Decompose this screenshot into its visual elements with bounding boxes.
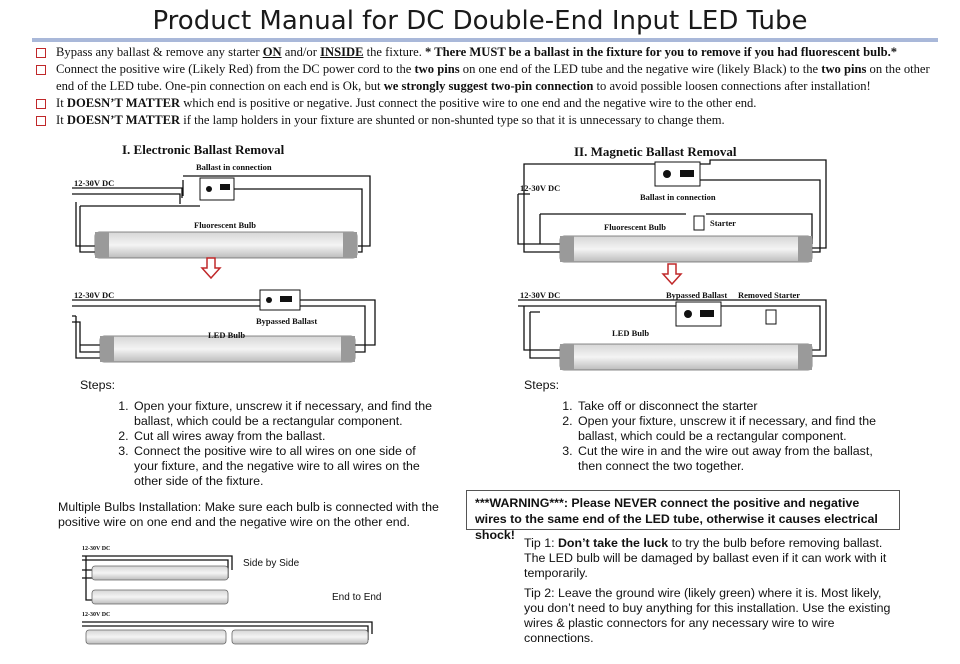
- steps-electronic: Steps: Open your fixture, unscrew it if …: [80, 378, 440, 489]
- text-inside: INSIDE: [320, 45, 364, 59]
- multiple-bulbs-note: Multiple Bulbs Installation: Make sure e…: [58, 500, 439, 529]
- down-arrow-icon: [661, 263, 683, 286]
- text: which end is positive or negative. Just …: [180, 96, 757, 110]
- text: two pins: [414, 62, 460, 76]
- warning-box: ***WARNING***: Please NEVER connect the …: [466, 490, 900, 542]
- wire: [518, 159, 827, 253]
- down-arrow-icon: [200, 257, 222, 280]
- wire: [75, 316, 100, 359]
- dc-wire: [72, 187, 183, 204]
- text: Don’t take the luck: [557, 536, 669, 550]
- text: two pins: [821, 62, 867, 76]
- dc-wire: [518, 299, 827, 357]
- label: Starter: [710, 218, 736, 228]
- label: 12-30V DC: [74, 290, 115, 300]
- label: 12-30V DC: [82, 546, 111, 552]
- text: if the lamp holders in your fixture are …: [180, 113, 725, 127]
- instructions-list: Bypass any ballast & remove any starter …: [36, 44, 936, 129]
- mini-tube: [231, 629, 369, 645]
- checkbox-icon: [36, 116, 46, 126]
- label: Fluorescent Bulb: [194, 220, 256, 230]
- text: connect the positive and negative wires …: [475, 496, 878, 542]
- text: we strongly suggest two-pin connection: [383, 79, 594, 93]
- removed-starter-box: [765, 309, 777, 325]
- label: Bypassed Ballast: [256, 316, 318, 326]
- wire: [517, 194, 560, 253]
- text: to avoid possible loosen connections aft…: [593, 79, 871, 93]
- text: to try the bulb before removing ballast.…: [524, 536, 887, 580]
- step-item: Cut all wires away from the ballast.: [132, 429, 440, 444]
- text: DOESN’T MATTER: [66, 96, 181, 110]
- text-on: ON: [262, 45, 282, 59]
- step-item: Open your fixture, unscrew it if necessa…: [132, 399, 440, 429]
- text: and/or: [281, 45, 321, 59]
- tip-1: Tip 1: Don’t take the luck to try the bu…: [524, 536, 894, 581]
- wire: [182, 175, 371, 247]
- checkbox-icon: [36, 99, 46, 109]
- step-item: Take off or disconnect the starter: [576, 399, 884, 414]
- wire: [539, 213, 813, 244]
- label: LED Bulb: [208, 330, 246, 340]
- steps-label: Steps:: [80, 378, 116, 392]
- label: Ballast in connection: [640, 192, 716, 202]
- text: Connect the positive wire (Likely Red) f…: [56, 62, 415, 76]
- label: 12-30V DC: [520, 290, 561, 300]
- label: 12-30V DC: [82, 612, 111, 618]
- starter-box: [693, 215, 705, 231]
- wire: [234, 188, 363, 253]
- text: on the other end of the LED tube. One-pi…: [56, 62, 930, 93]
- ballast-box: [199, 177, 235, 201]
- wire: [523, 306, 560, 359]
- instruction-item: Connect the positive wire (Likely Red) f…: [36, 61, 936, 95]
- text: It: [56, 113, 67, 127]
- wire: [75, 202, 200, 253]
- label: Fluorescent Bulb: [604, 222, 666, 232]
- side-by-side-label: Side by Side: [243, 558, 300, 569]
- title-rule: [32, 38, 938, 42]
- label: 12-30V DC: [520, 183, 561, 193]
- led-tube-magnetic: [559, 343, 813, 371]
- checkbox-icon: [36, 48, 46, 58]
- text: the fixture.: [363, 45, 426, 59]
- text: on one end of the LED tube and the negat…: [459, 62, 822, 76]
- section-title-electronic: I. Electronic Ballast Removal: [122, 142, 285, 157]
- mini-tube: [85, 629, 227, 645]
- step-item: Open your fixture, unscrew it if necessa…: [576, 414, 884, 444]
- instruction-item: It DOESN’T MATTER if the lamp holders in…: [36, 112, 936, 129]
- end-to-end-label: End to End: [332, 592, 382, 603]
- text: It: [56, 96, 67, 110]
- label: Removed Starter: [738, 290, 801, 300]
- section-title-magnetic: II. Magnetic Ballast Removal: [574, 144, 737, 159]
- bypassed-magnetic-ballast-box: [675, 301, 722, 327]
- fluorescent-tube-magnetic: [559, 235, 813, 263]
- page-title: Product Manual for DC Double-End Input L…: [152, 6, 808, 36]
- step-item: Cut the wire in and the wire out away fr…: [576, 444, 884, 474]
- steps-magnetic: Steps: Take off or disconnect the starte…: [524, 378, 884, 474]
- mini-tube: [91, 589, 229, 605]
- mini-tube: [91, 565, 229, 581]
- text: ***WARNING***: Please: [475, 496, 615, 510]
- label: Bypassed Ballast: [666, 290, 728, 300]
- ballast-warning-text: * There MUST be a ballast in the fixture…: [425, 45, 898, 59]
- instruction-item: Bypass any ballast & remove any starter …: [36, 44, 936, 61]
- steps-label: Steps:: [524, 378, 560, 392]
- mini-wire: [82, 556, 92, 601]
- text: NEVER: [614, 496, 657, 510]
- label: LED Bulb: [612, 328, 650, 338]
- instruction-item: It DOESN’T MATTER which end is positive …: [36, 95, 936, 112]
- tip-2: Tip 2: Leave the ground wire (likely gre…: [524, 586, 891, 645]
- label: 12-30V DC: [74, 178, 115, 188]
- step-item: Connect the positive wire to all wires o…: [132, 444, 440, 489]
- text: Bypass any ballast & remove any starter: [56, 45, 263, 59]
- text: DOESN’T MATTER: [66, 113, 181, 127]
- label: Ballast in connection: [196, 162, 272, 172]
- checkbox-icon: [36, 65, 46, 75]
- dc-wire: [72, 299, 376, 353]
- text: Tip 1:: [524, 536, 558, 550]
- fluorescent-tube: [94, 231, 358, 259]
